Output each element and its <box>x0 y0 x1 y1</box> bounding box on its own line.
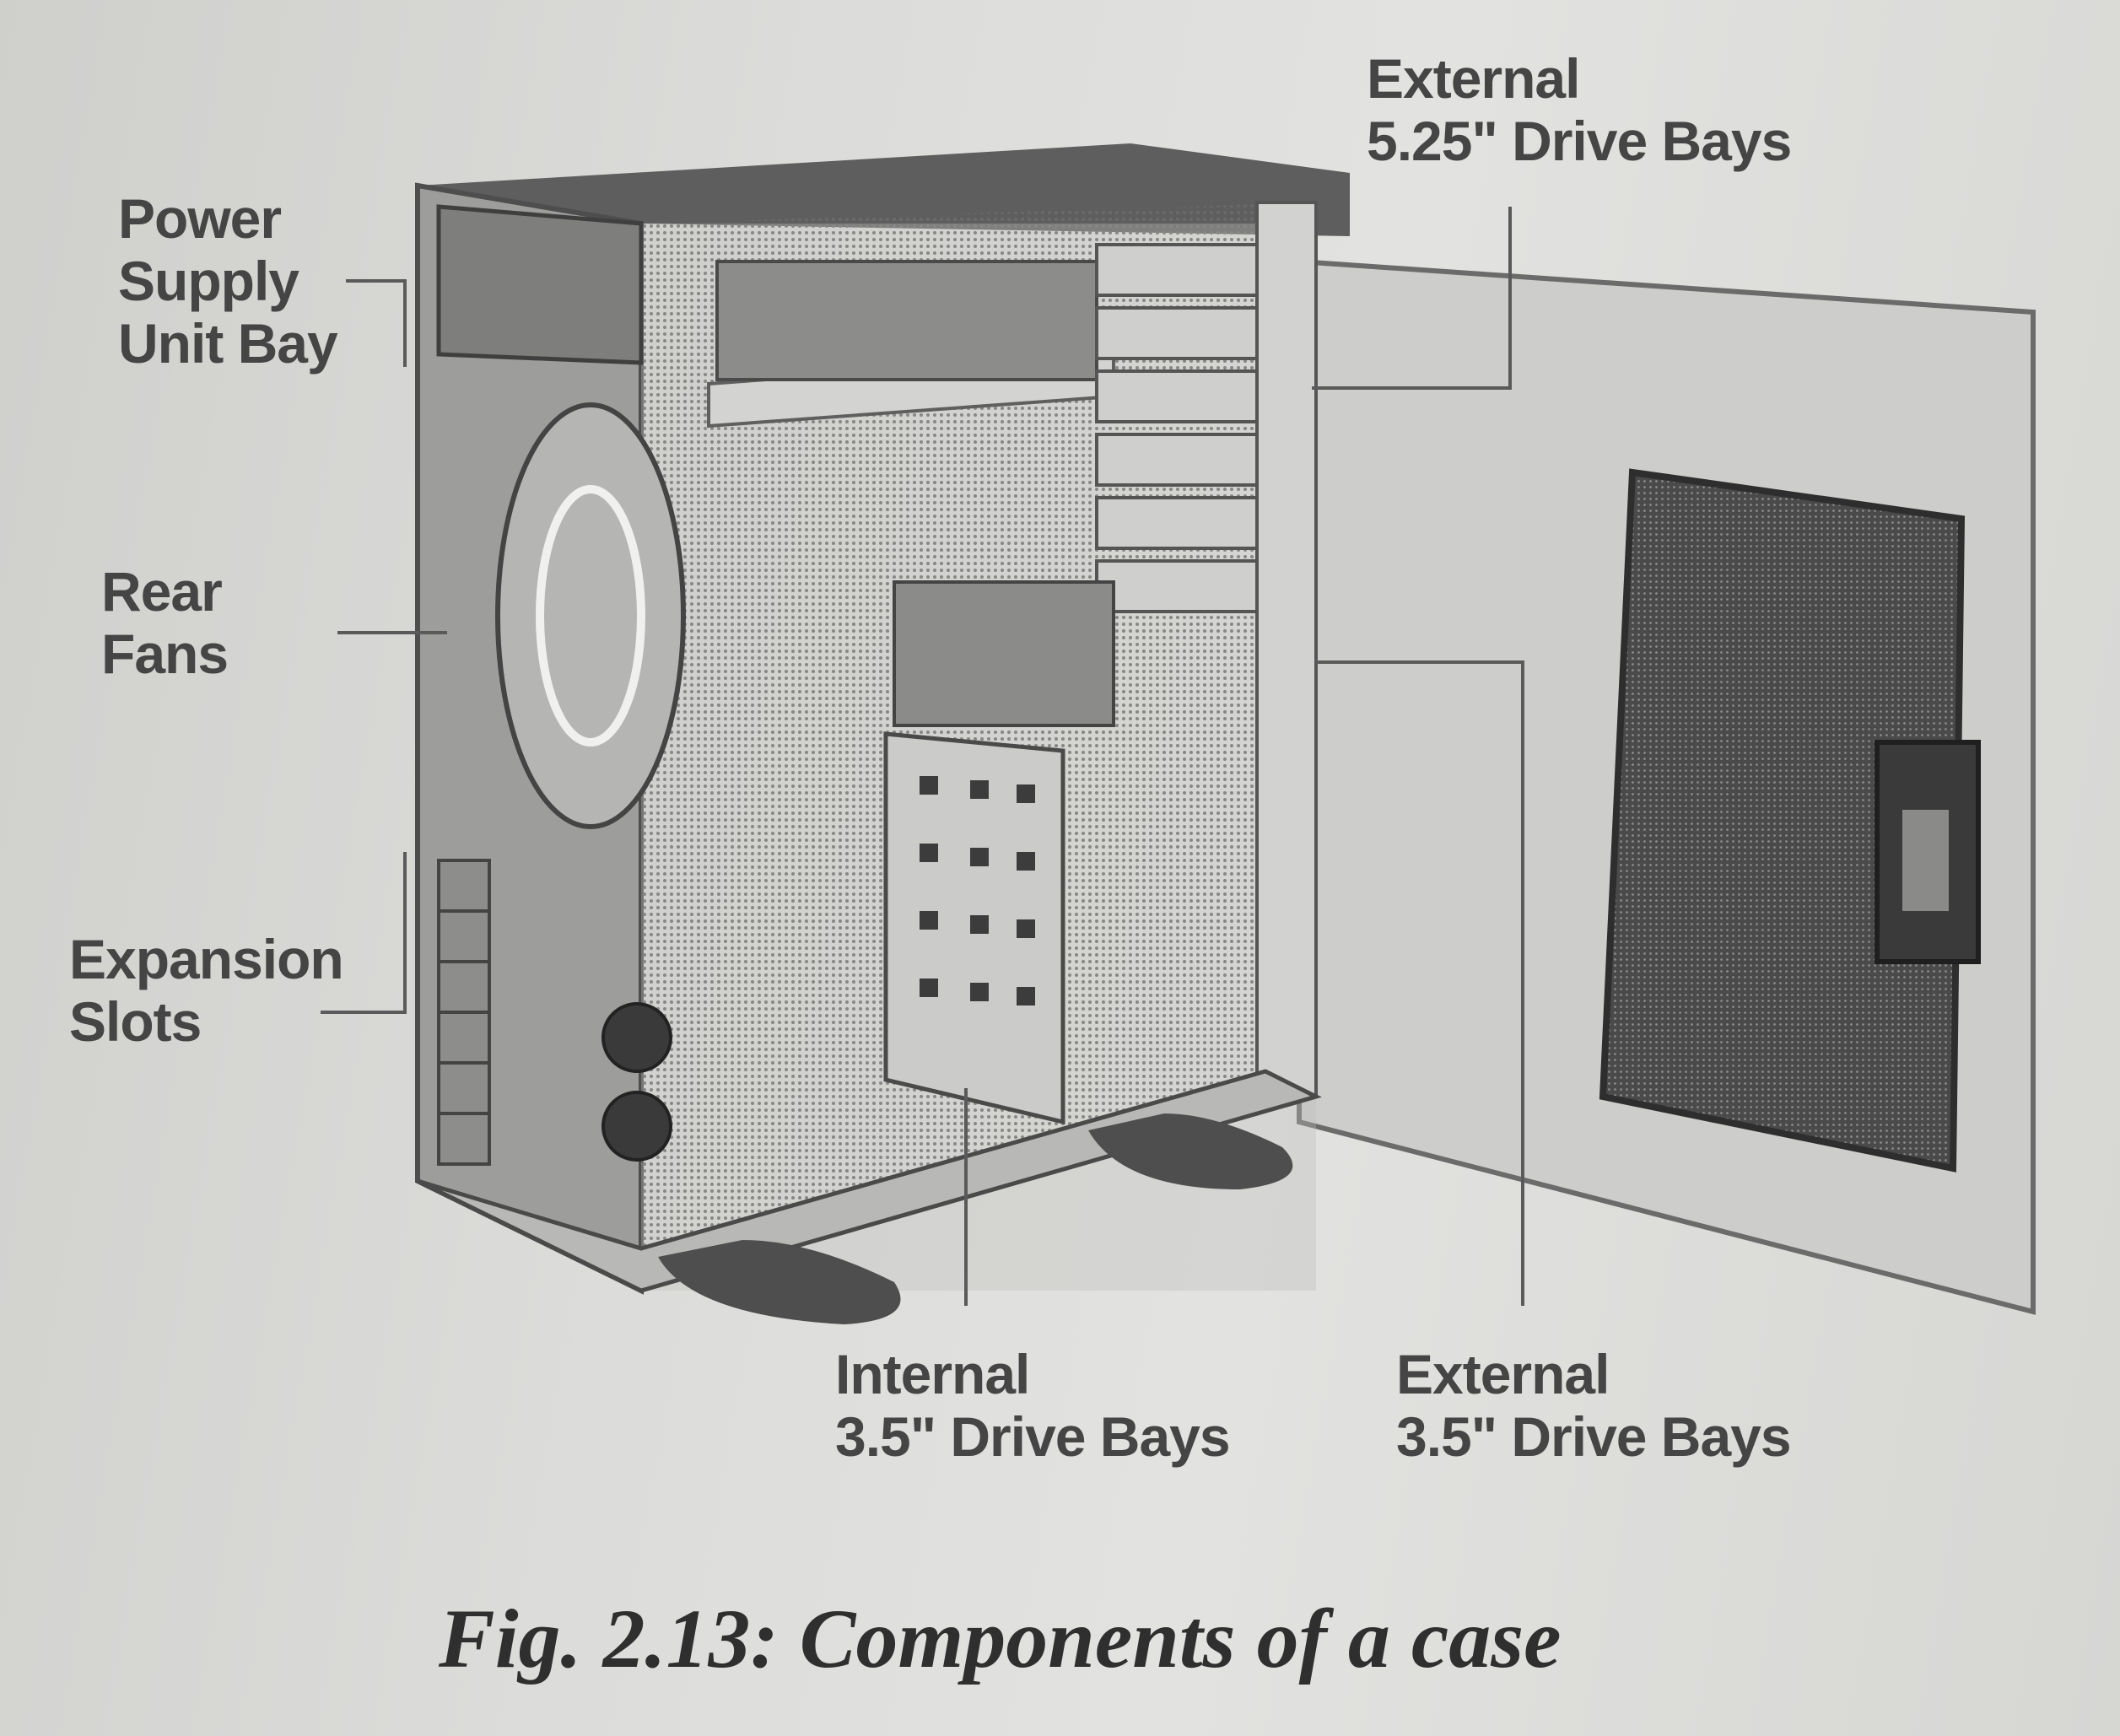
label-rear-fans: Rear Fans <box>101 560 229 685</box>
leader-expansion <box>321 852 407 1014</box>
label-external-525-drive-bays: External 5.25" Drive Bays <box>1367 47 1792 172</box>
rear-port-upper <box>601 1002 672 1073</box>
case-base <box>416 1069 1322 1293</box>
leader-power-supply <box>346 279 407 367</box>
front-bezel <box>1599 468 1966 1173</box>
leader-lines <box>321 207 1524 1306</box>
power-supply-bay <box>436 204 644 365</box>
leader-ext-35 <box>1316 660 1524 1306</box>
left-foot <box>658 1240 901 1324</box>
right-foot <box>1088 1113 1293 1189</box>
label-internal-35-drive-bays: Internal 3.5" Drive Bays <box>835 1343 1231 1468</box>
leader-ext-525 <box>1312 207 1512 390</box>
rear-port-lower <box>601 1091 672 1162</box>
drive-cage-35 <box>883 580 1115 1125</box>
figure-caption: Fig. 2.13: Components of a case <box>439 1592 1562 1685</box>
label-external-35-drive-bays: External 3.5" Drive Bays <box>1396 1343 1792 1468</box>
expansion-slots <box>437 859 491 1166</box>
label-power-supply-unit-bay: Power Supply Unit Bay <box>118 187 338 375</box>
rear-fan <box>495 402 686 829</box>
label-expansion-slots: Expansion Slots <box>69 928 344 1053</box>
